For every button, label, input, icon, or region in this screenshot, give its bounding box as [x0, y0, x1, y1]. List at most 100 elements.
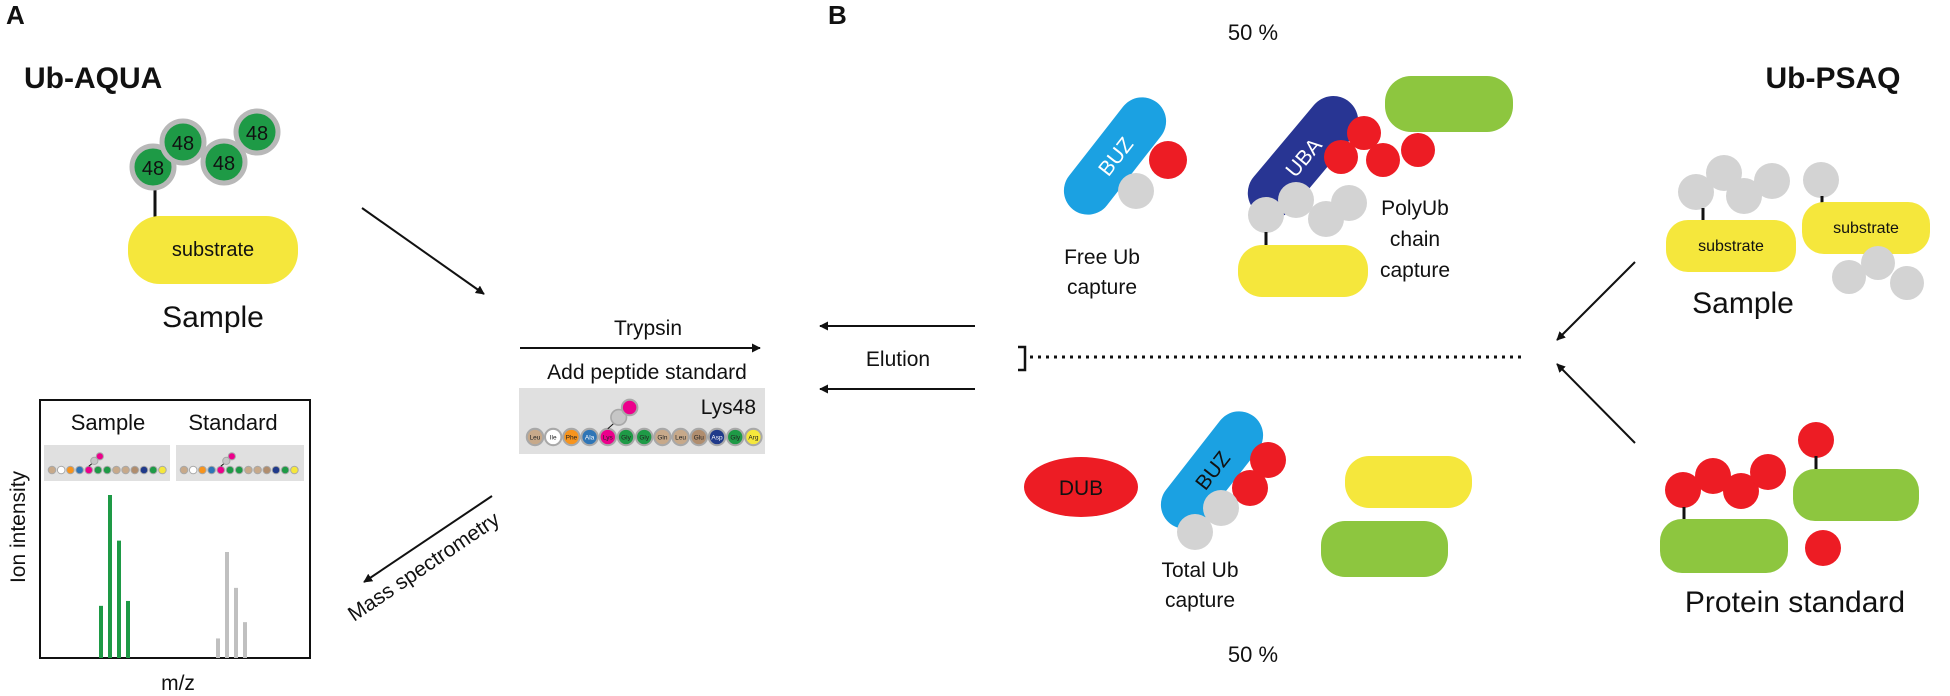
k48-ub-label: 48: [172, 133, 194, 155]
standard-protein-block: [1793, 469, 1919, 521]
k48-ub-label: 48: [246, 123, 268, 145]
residue-label: Ile: [550, 435, 557, 442]
sample-peptide-strip: [44, 445, 170, 481]
residue-label: Ala: [585, 435, 595, 442]
residue-gly: [225, 465, 235, 475]
standard-to-pool-arrow: [1556, 363, 1636, 444]
buz-domain: [1063, 97, 1167, 215]
gg-remnant: [610, 408, 628, 426]
residue-ile: [56, 465, 66, 475]
spectrum-frame: [39, 399, 311, 659]
standard-protein-block: [1660, 519, 1788, 573]
spectrum-standard-label: Standard: [188, 410, 277, 435]
substrate-block: [1238, 245, 1368, 297]
residue-gly: [634, 427, 654, 447]
substrate-label: substrate: [172, 239, 254, 261]
polyub-chain-capture: UBA: [1238, 76, 1513, 297]
residue-leu: [525, 427, 545, 447]
protein-standard-label: Protein standard: [1685, 586, 1905, 619]
gg-remnant: [222, 456, 231, 465]
polyub-label-line3: capture: [1380, 259, 1450, 282]
residue-gly: [616, 427, 636, 447]
residue-label: Lys: [603, 435, 614, 442]
k48-ub-label: 48: [213, 153, 235, 175]
standard-peptide-mini: [179, 452, 299, 475]
psaq-sample-label: Sample: [1692, 287, 1794, 320]
substrate-block-free: [1345, 456, 1472, 508]
residue-ala: [207, 465, 216, 475]
gg-remnant: [95, 452, 104, 461]
residue-gln: [112, 465, 121, 475]
buz-domain: [1160, 411, 1264, 529]
residue-label: Gly: [639, 435, 650, 442]
residue-glu: [262, 465, 272, 475]
elution-label: Elution: [866, 348, 930, 371]
ms-arrow: [363, 495, 493, 583]
residue-label: Gln: [657, 435, 668, 442]
k48-ubiquitin-chain: 48 48 48 48: [129, 108, 281, 218]
residue-asp: [707, 427, 727, 447]
residue-label: Phe: [566, 435, 578, 442]
residue-asp: [271, 465, 281, 475]
uba-domain: [1247, 95, 1359, 219]
top-percent-label: 50 %: [1228, 20, 1278, 45]
ub-psaq-title: Ub-PSAQ: [1766, 62, 1901, 95]
residue-label: Gly: [730, 435, 741, 442]
residue-phe: [66, 465, 75, 475]
standard-ub: [1149, 141, 1187, 179]
panel-a-letter: A: [6, 0, 25, 30]
total-ub-label-line2: capture: [1165, 589, 1235, 612]
residue-label: Leu: [530, 435, 541, 442]
residue-label: Arg: [748, 435, 759, 442]
spectrum-peaks: [99, 495, 247, 658]
residue-gln: [653, 427, 672, 447]
residue-gly: [234, 465, 244, 475]
residue-label: Gly: [621, 435, 632, 442]
dub-label: DUB: [1059, 477, 1103, 500]
k48-ub-3: [200, 138, 248, 186]
standard-protein-block: [1385, 76, 1513, 132]
residue-leu: [179, 465, 189, 475]
mass-spectrum: Sample Standard Ion intensity m/z: [7, 399, 311, 695]
free-ub-capture-line2: capture: [1067, 276, 1137, 299]
residue-leu: [121, 465, 130, 475]
residue-leu: [47, 465, 57, 475]
residue-gly: [93, 465, 103, 475]
pool-bracket: [1018, 345, 1027, 372]
lys48-label: Lys48: [701, 396, 756, 419]
residue-ala: [75, 465, 84, 475]
k48-ub-label: 48: [142, 158, 164, 180]
residue-glu: [689, 427, 709, 447]
residue-lys: [216, 465, 226, 475]
ub-aqua-title: Ub-AQUA: [24, 62, 162, 95]
residue-gly: [725, 427, 745, 447]
gg-remnant: [620, 398, 639, 417]
residue-ile: [543, 427, 563, 447]
k48-ub-4: [233, 108, 281, 156]
residue-leu: [253, 465, 262, 475]
total-ub-capture: DUB BUZ: [1024, 411, 1286, 550]
substrate-block: [1802, 202, 1930, 254]
bottom-percent-label: 50 %: [1228, 642, 1278, 667]
x-axis-label: m/z: [161, 672, 195, 695]
residue-arg: [290, 465, 299, 475]
gg-remnant: [227, 452, 236, 461]
residue-gly: [148, 465, 158, 475]
trypsin-label: Trypsin: [614, 317, 682, 340]
k48-ub-2: [159, 118, 207, 166]
k48-ub-1: [129, 143, 177, 191]
psaq-sample: [1666, 155, 1930, 300]
standard-peptide-strip: [176, 445, 304, 481]
residue-glu: [130, 465, 140, 475]
residue-arg: [744, 427, 763, 447]
dub-enzyme: [1024, 457, 1138, 517]
residue-asp: [139, 465, 149, 475]
free-ub-capture: BUZ: [1063, 97, 1187, 215]
substrate-label: substrate: [1833, 220, 1899, 237]
residue-ile: [188, 465, 198, 475]
gg-remnant: [90, 456, 99, 465]
residue-gly: [280, 465, 290, 475]
add-peptide-standard-label: Add peptide standard: [547, 361, 747, 384]
